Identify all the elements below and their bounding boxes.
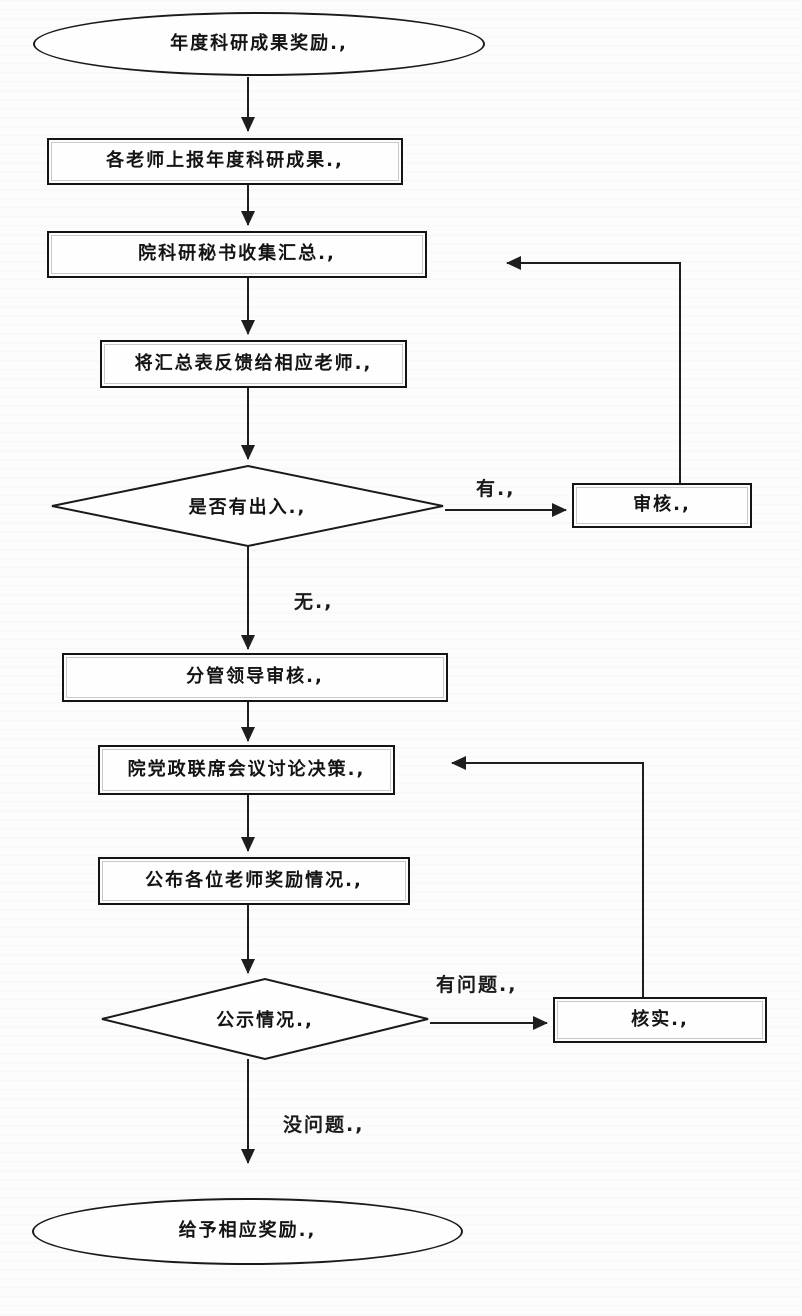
arrow-verify-loop-to-meeting: [451, 756, 644, 997]
arrow-audit-loop-to-collect: [506, 256, 681, 483]
process-report-label: 各老师上报年度科研成果.,: [106, 150, 344, 172]
end-terminator: 给予相应奖励.,: [32, 1198, 463, 1265]
process-verify: 核实.,: [553, 997, 767, 1043]
branch-label-no-problem: 没问题.,: [283, 1114, 365, 1136]
process-leader-review: 分管领导审核.,: [62, 653, 448, 702]
branch-label-no-discrepancy: 无.,: [294, 591, 334, 613]
process-joint-meeting: 院党政联席会议讨论决策.,: [98, 745, 395, 795]
process-report: 各老师上报年度科研成果.,: [47, 138, 403, 185]
process-audit-label: 审核.,: [633, 494, 691, 516]
process-feedback-label: 将汇总表反馈给相应老师.,: [134, 352, 373, 374]
process-feedback: 将汇总表反馈给相应老师.,: [100, 340, 407, 388]
process-collect: 院科研秘书收集汇总.,: [47, 231, 427, 278]
process-announce-label: 公布各位老师奖励情况.,: [145, 869, 363, 891]
end-label: 给予相应奖励.,: [178, 1220, 317, 1242]
decision-discrepancy-shape: [51, 464, 444, 548]
decision-publicity-shape: [101, 977, 429, 1061]
process-audit: 审核.,: [572, 483, 752, 528]
process-leader-review-label: 分管领导审核.,: [186, 666, 324, 688]
process-collect-label: 院科研秘书收集汇总.,: [138, 243, 336, 265]
start-label: 年度科研成果奖励.,: [170, 32, 348, 54]
branch-label-has-discrepancy: 有.,: [476, 478, 516, 500]
start-terminator: 年度科研成果奖励.,: [33, 12, 485, 76]
branch-label-has-problem: 有问题.,: [436, 974, 518, 996]
process-announce: 公布各位老师奖励情况.,: [98, 857, 410, 905]
process-verify-label: 核实.,: [631, 1008, 689, 1030]
process-joint-meeting-label: 院党政联席会议讨论决策.,: [127, 758, 366, 780]
